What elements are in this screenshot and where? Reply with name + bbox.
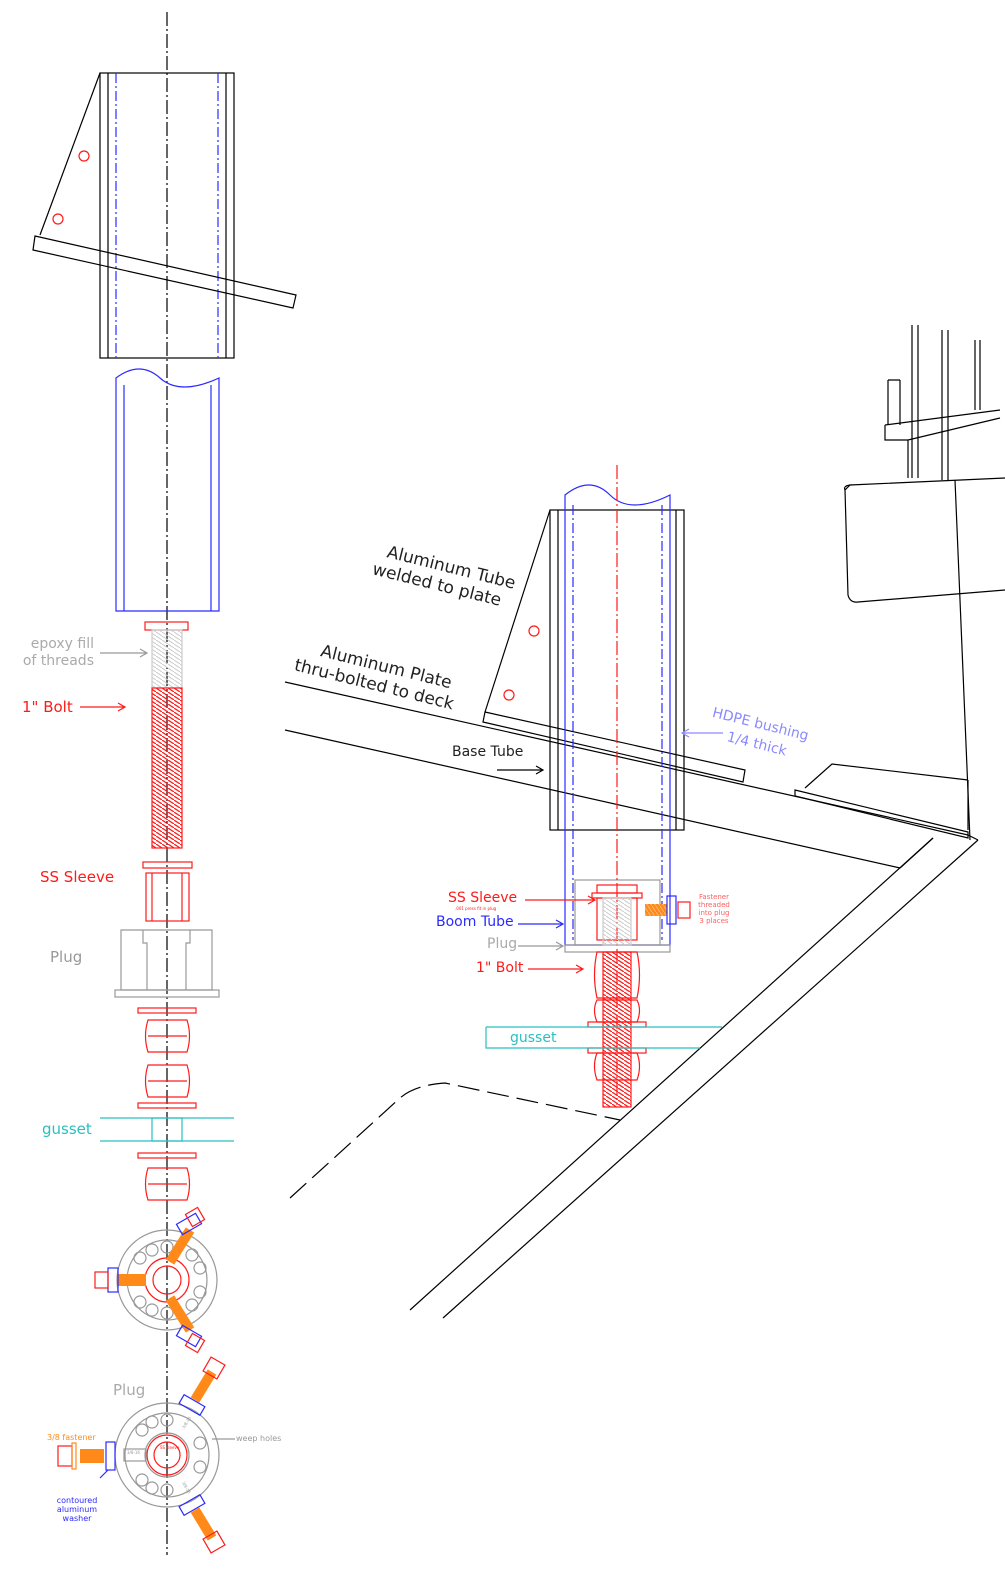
plug-top-view-1 (94, 1206, 218, 1354)
weep-holes-label: weep holes (236, 1434, 282, 1443)
nuts (137, 1007, 197, 1201)
tap-label-1: 3/8-16 (127, 1450, 140, 1455)
base-tube-label: Base Tube (452, 744, 524, 760)
fastener-line2: threaded (698, 901, 730, 909)
epoxy-line1: epoxy fill (30, 636, 94, 652)
r-sleeve-label: SS Sleeve (448, 890, 518, 906)
fastener-label: 3/8 fastener (47, 1433, 96, 1442)
right-tube (482, 465, 746, 1108)
boat-structure (843, 325, 1005, 841)
gusset-label: gusset (42, 1120, 92, 1138)
upper-tube (32, 72, 297, 359)
plug-top-view-2 (57, 1356, 235, 1554)
plug-side (114, 929, 220, 998)
gusset-section (100, 1117, 234, 1142)
washer-line1: contoured (56, 1496, 98, 1505)
ss-sleeve (142, 861, 193, 922)
boom-tube (115, 368, 220, 612)
r-boom-label: Boom Tube (436, 914, 514, 930)
r-sleeve-note: .001 press fit in plug (455, 906, 497, 911)
plug-label: Plug (50, 948, 83, 966)
r-bolt-label: 1" Bolt (476, 960, 524, 976)
r-gusset-label: gusset (510, 1030, 557, 1046)
fastener-line1: Fastener (699, 893, 729, 901)
bolt (144, 621, 189, 849)
washer-line3: washer (62, 1514, 92, 1523)
left-leaders (80, 648, 149, 712)
washer-line2: aluminum (56, 1505, 98, 1514)
fastener-line4: 3 places (699, 917, 729, 925)
fastener-line3: into plug (698, 909, 730, 917)
ss-small-label: SS sleeve (160, 1445, 180, 1450)
left-exploded-view (32, 12, 297, 1555)
deck (284, 681, 979, 1319)
sleeve-label: SS Sleeve (40, 868, 115, 886)
plug-top-label: Plug (113, 1381, 146, 1399)
epoxy-line2: of threads (22, 653, 94, 669)
right-assembled-view (284, 325, 1005, 1319)
bolt-label: 1" Bolt (22, 698, 73, 716)
right-leaders (497, 728, 723, 974)
r-plug-label: Plug (487, 936, 518, 952)
